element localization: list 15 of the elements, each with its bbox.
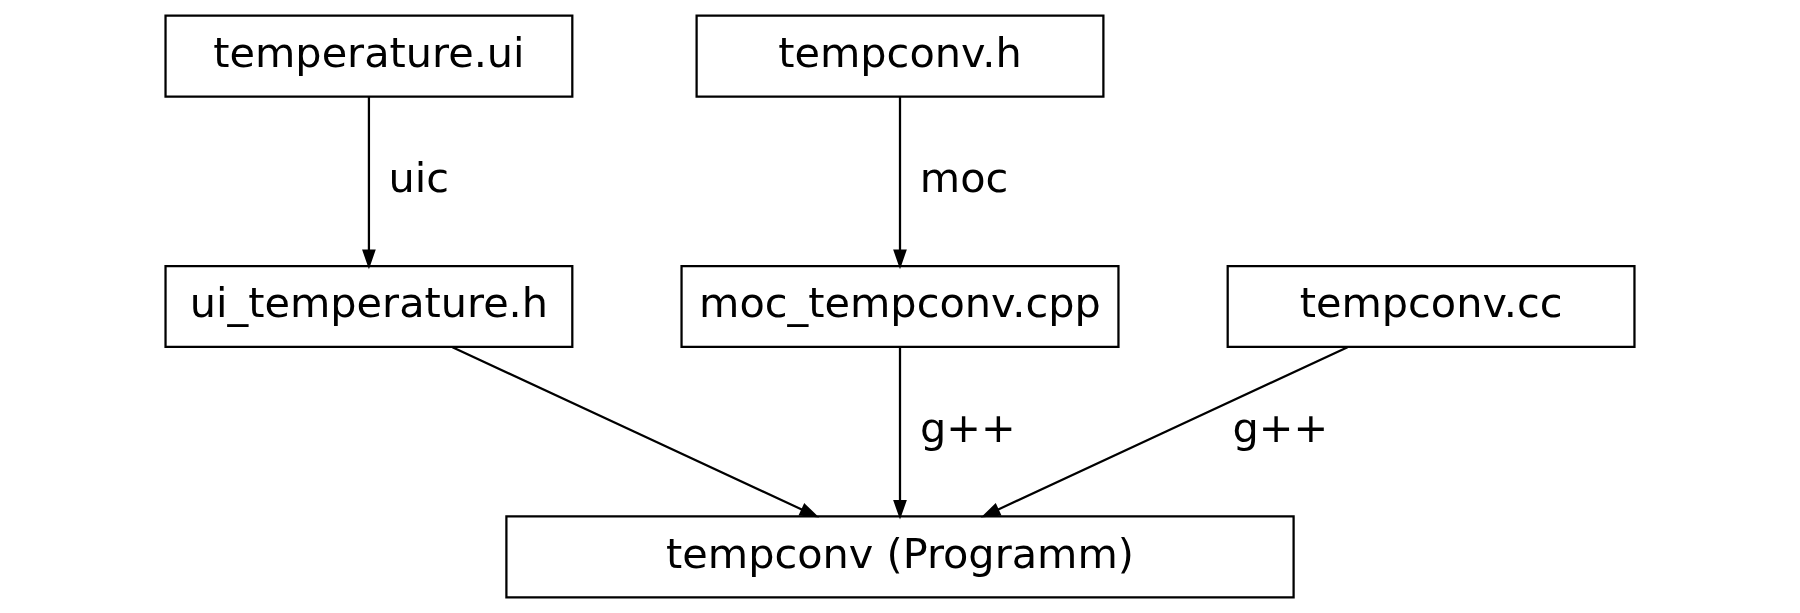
node-box: temperature.ui xyxy=(164,14,574,98)
edge-label: uic xyxy=(388,153,450,202)
arrow xyxy=(893,97,907,270)
arrow xyxy=(980,346,1348,518)
arrow xyxy=(452,346,820,518)
edge-label: g++ xyxy=(919,404,1016,453)
node-box: ui_temperature.h xyxy=(164,264,574,349)
node-box: moc_tempconv.cpp xyxy=(680,264,1120,349)
node-box: tempconv.cc xyxy=(1226,264,1636,349)
arrow xyxy=(893,347,907,520)
node-box: tempconv (Programm) xyxy=(505,515,1295,599)
edge-label: moc xyxy=(919,153,1009,202)
arrow xyxy=(362,97,376,270)
edge-label: g++ xyxy=(1232,404,1329,453)
node-box: tempconv.h xyxy=(695,14,1105,98)
